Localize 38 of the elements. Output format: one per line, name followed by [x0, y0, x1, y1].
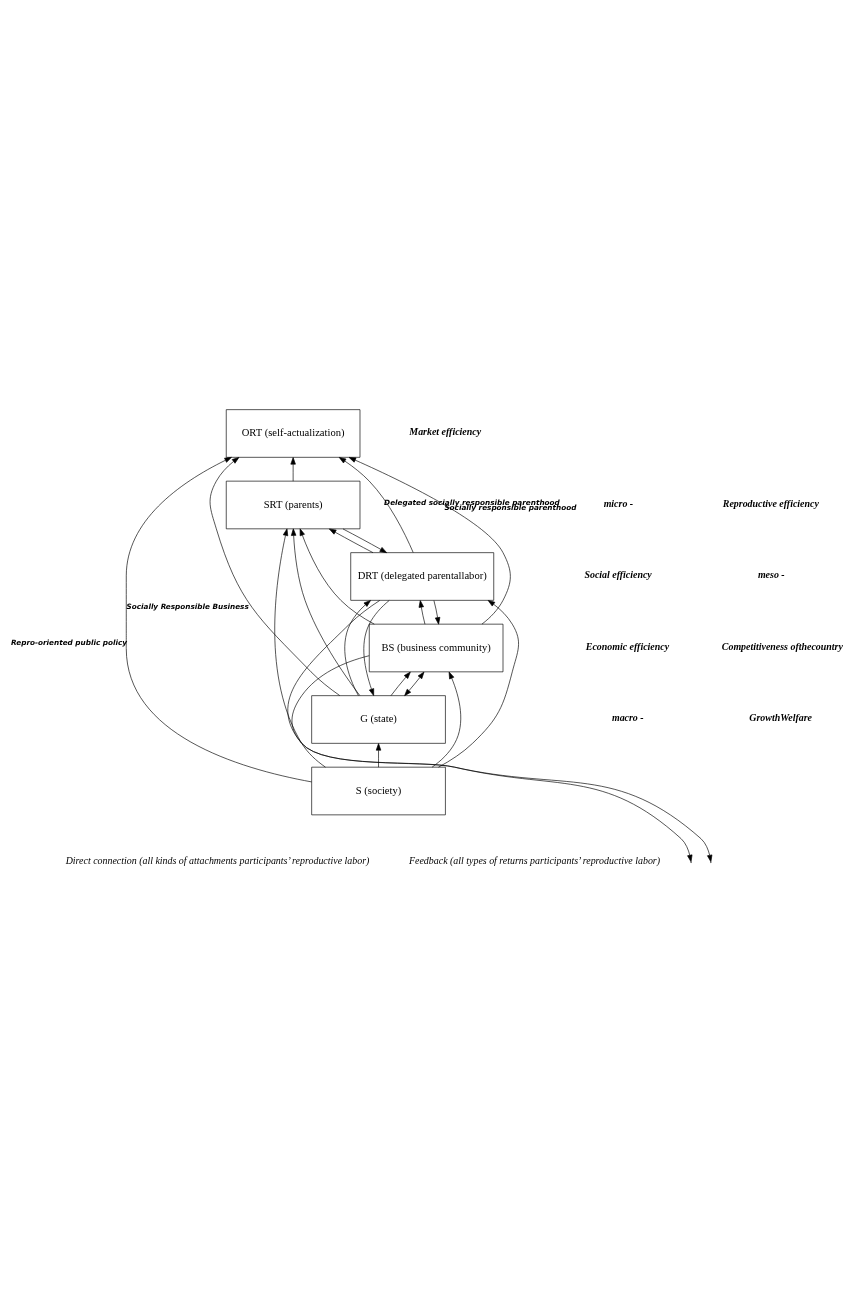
label: Feedback (all types of returns participants’ reproductive labor)	[408, 854, 661, 866]
arrow	[348, 456, 511, 624]
label: macro -	[611, 711, 644, 723]
arrow	[390, 671, 411, 696]
arrow	[274, 528, 326, 767]
arrow	[404, 671, 425, 696]
label: Social efficiency	[584, 568, 652, 580]
arrow	[431, 671, 462, 767]
arrow	[433, 599, 441, 624]
arrow	[209, 456, 341, 696]
arrow	[291, 654, 693, 862]
arrow	[287, 599, 713, 862]
node-box: BS (business community)	[368, 623, 504, 672]
node-box: ORT (self-actualization)	[225, 408, 361, 458]
label: Market efficiency	[409, 425, 482, 437]
node-box: DRT (delegated parentallabor)	[350, 551, 495, 601]
label: Reproductive efficiency	[722, 497, 819, 509]
label: Competitiveness ofthecountry	[721, 640, 843, 652]
arrow	[375, 742, 382, 767]
label: Economic efficiency	[585, 640, 670, 652]
arrow	[299, 528, 375, 624]
label: GrowthWelfare	[749, 711, 812, 723]
arrow	[291, 528, 361, 696]
arrow	[363, 599, 390, 696]
arrow	[125, 456, 312, 782]
arrow	[290, 456, 296, 481]
arrow	[418, 599, 426, 624]
node-box: SRT (parents)	[225, 480, 361, 529]
label: micro -	[603, 497, 634, 509]
node-box: S (society)	[311, 766, 446, 815]
arrow	[342, 528, 387, 553]
node-box: G (state)	[311, 694, 446, 744]
arrow	[329, 528, 374, 553]
arrow	[338, 456, 414, 553]
arrow	[438, 599, 519, 767]
arrow	[344, 599, 371, 696]
label: meso -	[757, 568, 785, 580]
label: Direct connection (all kinds of attachments participants’ reproductive labor)	[65, 854, 370, 866]
